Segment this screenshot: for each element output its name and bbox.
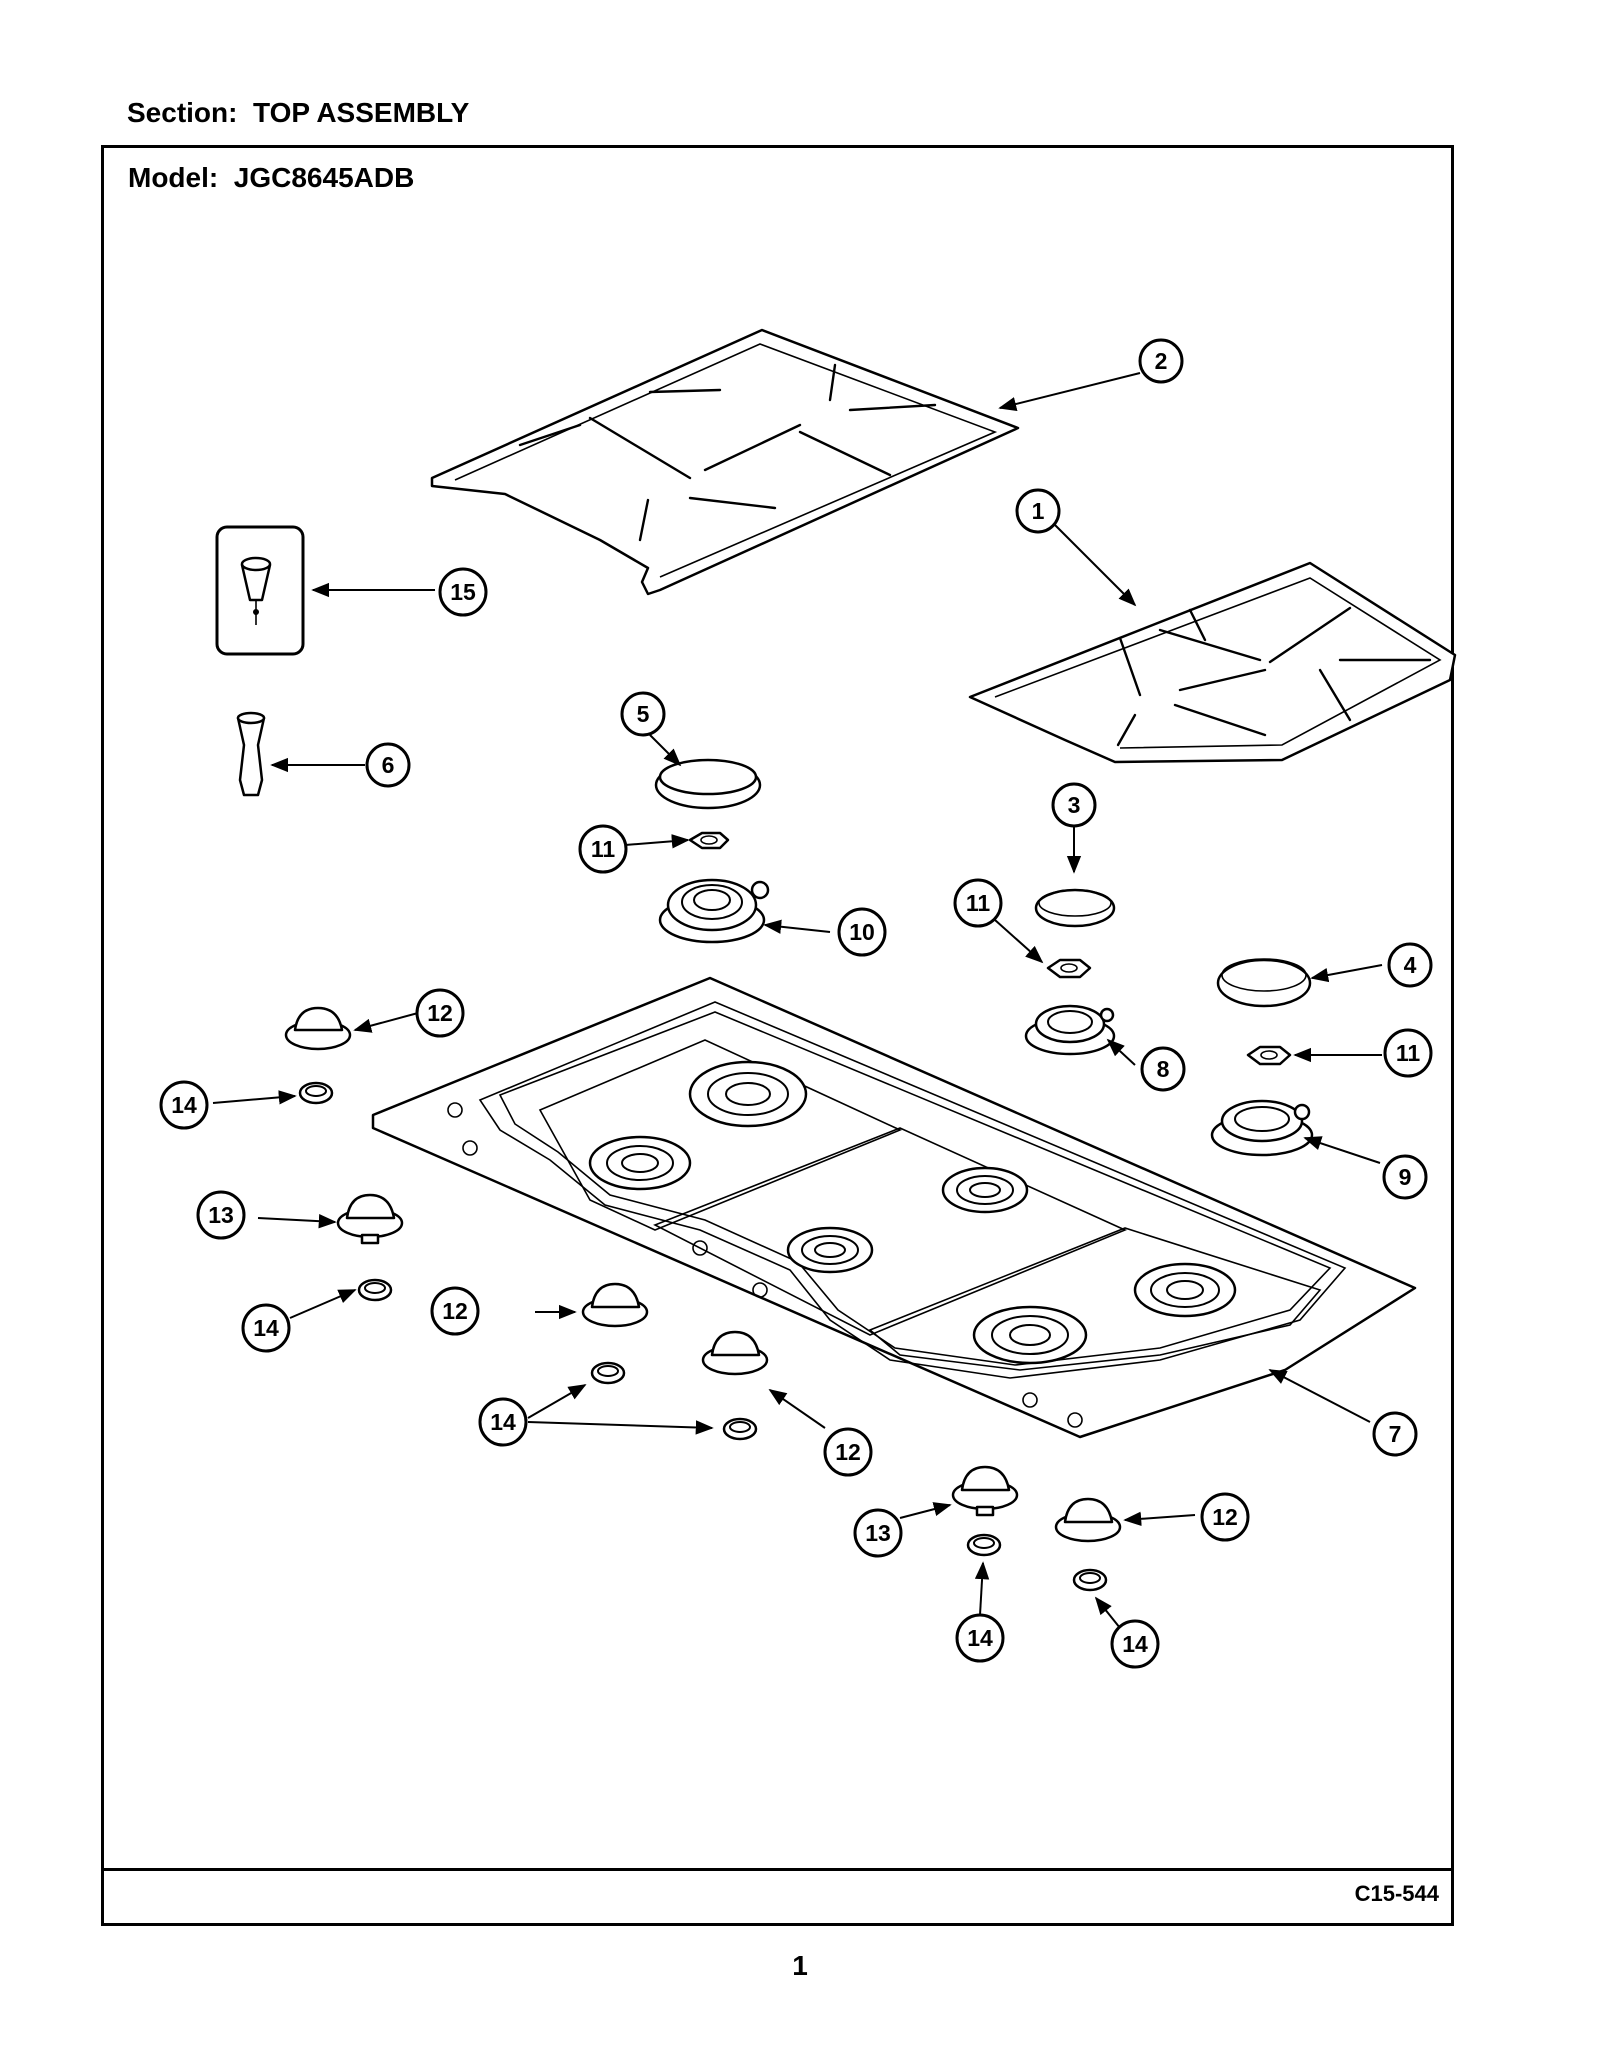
knob-bezel-6 [1072,1568,1108,1592]
burner-cap-medium [1216,958,1312,1008]
callout-9: 9 [1382,1154,1428,1200]
callout-15: 15 [438,567,488,617]
callout-7: 7 [1372,1411,1418,1457]
control-knob-6 [1054,1497,1122,1543]
callout-14c-label: 14 [490,1409,516,1435]
cooktop-main-top [371,976,1417,1439]
hex-nut-1 [688,831,730,850]
callout-12a-label: 12 [427,1000,453,1026]
burner-base-medium [1210,1099,1314,1157]
callout-14e: 14 [1110,1619,1160,1669]
diagram-code: C15-544 [1354,1881,1439,1906]
control-knob-2 [336,1193,404,1245]
callout-6-label: 6 [382,752,395,778]
diagram-frame: Model: JGC8645ADB C15-544 [101,145,1454,1926]
control-knob-1 [284,1006,352,1051]
callout-12b: 12 [430,1286,480,1336]
callout-3: 3 [1051,782,1097,828]
callout-11c-label: 11 [1396,1040,1421,1066]
burner-base-large [658,878,770,944]
callout-11a: 11 [578,824,628,874]
callout-14b-label: 14 [253,1315,279,1341]
callout-4-label: 4 [1404,952,1417,978]
hex-nut-3 [1246,1045,1292,1066]
section-title: Section: TOP ASSEMBLY [127,97,469,129]
callout-12d: 12 [1200,1492,1250,1542]
callout-11a-label: 11 [591,836,616,862]
callout-14d-label: 14 [967,1625,993,1651]
page-number: 1 [792,1950,808,1981]
left-burner-grate [430,328,1020,596]
model-value: JGC8645ADB [233,162,415,193]
burner-base-small [1024,1004,1116,1056]
knob-bezel-2 [357,1278,393,1302]
footer-divider [104,1868,1451,1871]
callout-11b-label: 11 [966,890,991,916]
callout-12c: 12 [823,1427,873,1477]
callout-13a: 13 [196,1190,246,1240]
spark-igniter-kit [215,525,305,656]
right-burner-grate [968,561,1457,764]
callout-14a-label: 14 [171,1092,197,1118]
section-value: TOP ASSEMBLY [253,97,470,128]
knob-bezel-5 [966,1533,1002,1557]
callout-9-label: 9 [1399,1164,1412,1190]
burner-cap-large [654,758,762,810]
callout-2: 2 [1138,338,1184,384]
exploded-parts-diagram: 1 2 3 4 5 6 7 8 9 10 11 11 [159,328,1457,1669]
callout-14e-label: 14 [1122,1631,1148,1657]
model-title: Model: JGC8645ADB [128,162,414,194]
burner-electrode [236,711,266,797]
knob-bezel-4 [722,1417,758,1441]
callout-13a-label: 13 [208,1202,234,1228]
callout-10: 10 [837,907,887,957]
callout-11c: 11 [1383,1028,1433,1078]
control-knob-5 [951,1465,1019,1517]
control-knob-4 [701,1330,769,1376]
callout-12a: 12 [415,988,465,1038]
hex-nut-2 [1046,958,1092,979]
callout-14a: 14 [159,1080,209,1130]
callout-11b: 11 [953,878,1003,928]
callout-5-label: 5 [637,701,650,727]
callout-8: 8 [1140,1046,1186,1092]
section-label: Section: [127,97,238,128]
model-label: Model: [128,162,219,193]
knob-bezel-1 [298,1081,334,1105]
callout-12c-label: 12 [835,1439,861,1465]
callout-14c: 14 [478,1397,528,1447]
callout-12b-label: 12 [442,1298,468,1324]
callout-3-label: 3 [1068,792,1081,818]
callout-14b: 14 [241,1303,291,1353]
knob-bezel-3 [590,1361,626,1385]
callout-2-label: 2 [1155,348,1168,374]
callout-15-label: 15 [450,579,476,605]
leader-lines [212,372,1383,1629]
callout-13b-label: 13 [865,1520,891,1546]
callout-4: 4 [1387,942,1433,988]
callout-1-label: 1 [1032,498,1045,524]
callout-8-label: 8 [1157,1056,1170,1082]
callout-5: 5 [620,691,666,737]
callout-12d-label: 12 [1212,1504,1238,1530]
callout-7-label: 7 [1389,1421,1402,1447]
callout-6: 6 [365,742,411,788]
callout-10-label: 10 [849,919,875,945]
callout-1: 1 [1015,488,1061,534]
burner-cap-small [1034,888,1116,928]
callout-14d: 14 [955,1613,1005,1663]
control-knob-3 [581,1282,649,1328]
callout-13b: 13 [853,1508,903,1558]
